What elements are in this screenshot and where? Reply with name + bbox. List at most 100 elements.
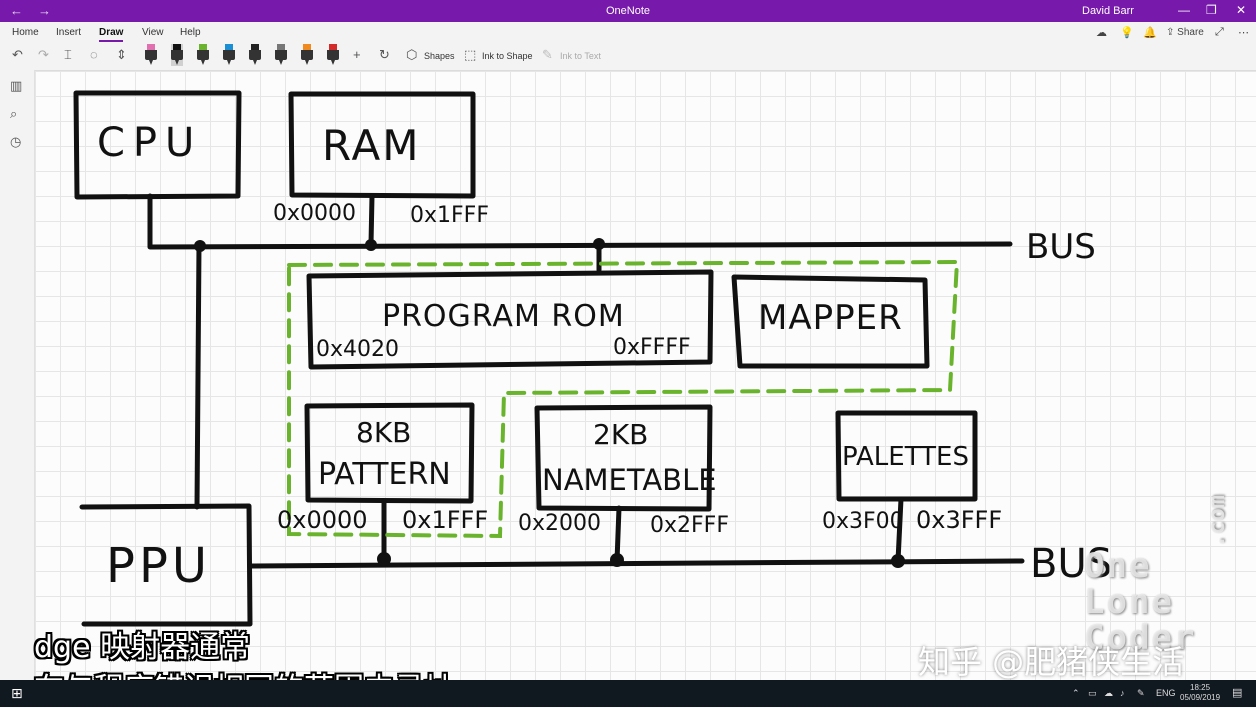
pen-point	[253, 60, 257, 65]
junction-dot	[891, 554, 905, 568]
ink-replay-icon[interactable]: ↻	[379, 47, 390, 62]
ram-start-address: 0x0000	[273, 201, 356, 226]
pattern-end-address: 0x1FFF	[402, 506, 488, 534]
pen-color-swatch	[199, 44, 207, 50]
add-space-icon[interactable]: ⇕	[116, 47, 127, 62]
forward-arrow-icon[interactable]: →	[38, 3, 51, 18]
draw-toolbar: ↶ ↷ ⌶ ◌ ⇕ + ↻ ⬡ Shapes ⬚ Ink to Shape ✎ …	[0, 42, 1256, 71]
shapes-icon[interactable]: ⬡	[406, 47, 418, 62]
cpu-box	[73, 90, 242, 200]
maximize-icon[interactable]: ❐	[1206, 3, 1217, 17]
ppu-label: PPU	[106, 538, 211, 594]
tab-view[interactable]: View	[142, 27, 164, 38]
tray-cloud-icon[interactable]: ☁	[1104, 688, 1113, 698]
type-select-icon[interactable]: ⌶	[64, 47, 72, 62]
pen-2[interactable]	[171, 44, 183, 66]
lightbulb-icon[interactable]: 💡	[1120, 27, 1134, 39]
language-indicator[interactable]: ENG	[1156, 688, 1176, 698]
notifications-icon[interactable]: ▤	[1232, 687, 1243, 699]
pen-1[interactable]	[145, 44, 157, 66]
bell-icon[interactable]: 🔔	[1143, 27, 1157, 39]
tray-chevron-icon[interactable]: ⌃	[1072, 688, 1080, 698]
clock[interactable]: 18:25 05/09/2019	[1180, 683, 1220, 703]
tab-draw[interactable]: Draw	[99, 27, 124, 42]
palettes-label: PALETTES	[842, 442, 969, 472]
pen-color-swatch	[225, 44, 233, 50]
tab-home[interactable]: Home	[12, 27, 39, 38]
pen-body	[249, 50, 261, 60]
search-icon[interactable]: ⌕	[10, 106, 18, 121]
palettes-to-bus-line	[895, 496, 904, 564]
lasso-select-icon[interactable]: ◌	[90, 47, 98, 62]
network-icon[interactable]: ✎	[1137, 688, 1145, 698]
add-pen-icon[interactable]: +	[353, 47, 361, 62]
brand-suffix: .com	[1205, 495, 1230, 548]
recent-icon[interactable]: ◷	[10, 134, 22, 149]
ink-to-shape-icon[interactable]: ⬚	[464, 47, 477, 62]
user-name[interactable]: David Barr	[1082, 5, 1134, 17]
windows-start-icon[interactable]: ⊞	[11, 685, 23, 701]
nametable-start-address: 0x2000	[518, 511, 601, 536]
nametable-label: NAMETABLE	[542, 463, 717, 497]
expand-icon[interactable]: ⤢	[1215, 26, 1224, 38]
redo-icon[interactable]: ↷	[38, 47, 49, 62]
tab-help[interactable]: Help	[180, 27, 201, 38]
mapper-box	[731, 274, 930, 369]
ribbon-tabs: Home Insert Draw View Help ☁ 💡 🔔 ⇪ Share…	[0, 22, 1256, 42]
pen-8[interactable]	[327, 44, 339, 66]
left-navigation-rail: ▥ ⌕ ◷	[0, 70, 35, 680]
pen-body	[275, 50, 287, 60]
pen-6[interactable]	[275, 44, 287, 66]
pen-body	[301, 50, 313, 60]
back-arrow-icon[interactable]: ←	[10, 3, 23, 18]
windows-taskbar: ⊞ ⌃ ▭ ☁ ♪ ✎ ENG 18:25 05/09/2019 ▤	[0, 680, 1256, 707]
pen-4[interactable]	[223, 44, 235, 66]
cartridge-outline	[287, 259, 960, 539]
rom-start-address: 0x4020	[316, 337, 399, 362]
volume-icon[interactable]: ♪	[1120, 688, 1125, 698]
minimize-icon[interactable]: —	[1178, 3, 1190, 17]
ink-to-shape-button[interactable]: Ink to Shape	[482, 51, 533, 61]
pen-3[interactable]	[197, 44, 209, 66]
pen-5[interactable]	[249, 44, 261, 66]
notebooks-icon[interactable]: ▥	[10, 78, 23, 93]
cpu-bus-line	[147, 193, 1013, 250]
pen-point	[279, 60, 283, 65]
rom-end-address: 0xFFFF	[613, 335, 691, 360]
sync-icon[interactable]: ☁	[1096, 27, 1107, 39]
palettes-box	[835, 410, 978, 502]
palettes-end-address: 0x3FFF	[916, 506, 1002, 534]
ink-to-text-icon: ✎	[542, 47, 553, 62]
undo-icon[interactable]: ↶	[12, 47, 23, 62]
ppu-bus-line	[247, 558, 1025, 569]
note-canvas[interactable]: CPU RAM 0x0000 0x1FFF BUS PROGRAM ROM 0x…	[35, 71, 1256, 680]
brand-line2: Lone	[1084, 582, 1174, 622]
program-rom-box	[306, 269, 714, 370]
mapper-label: MAPPER	[758, 298, 903, 338]
bus-bottom-label: BUS	[1030, 541, 1112, 587]
pen-point	[201, 60, 205, 65]
ink-to-text-button: Ink to Text	[560, 51, 601, 61]
pen-color-swatch	[303, 44, 311, 50]
close-icon[interactable]: ✕	[1236, 3, 1247, 17]
tab-insert[interactable]: Insert	[56, 27, 82, 38]
pen-7[interactable]	[301, 44, 313, 66]
pen-color-swatch	[147, 44, 155, 50]
more-icon[interactable]: ⋯	[1238, 27, 1249, 39]
clock-date: 05/09/2019	[1180, 693, 1221, 702]
shapes-button[interactable]: Shapes	[424, 51, 455, 61]
pen-color-swatch	[251, 44, 259, 50]
tray-monitor-icon[interactable]: ▭	[1088, 688, 1097, 698]
junction-dot	[365, 239, 377, 251]
share-button[interactable]: ⇪ Share	[1166, 27, 1204, 38]
pen-body	[327, 50, 339, 60]
subtitle-line1: dge 映射器通常	[34, 630, 251, 665]
pen-color-swatch	[173, 44, 181, 50]
clock-time: 18:25	[1190, 683, 1211, 692]
pen-body	[197, 50, 209, 60]
ink-diagram: CPU RAM 0x0000 0x1FFF BUS PROGRAM ROM 0x…	[73, 90, 1112, 627]
ram-label: RAM	[322, 121, 420, 170]
pen-point	[175, 60, 179, 65]
ram-to-bus-line	[368, 193, 375, 247]
app-title: OneNote	[605, 5, 651, 17]
